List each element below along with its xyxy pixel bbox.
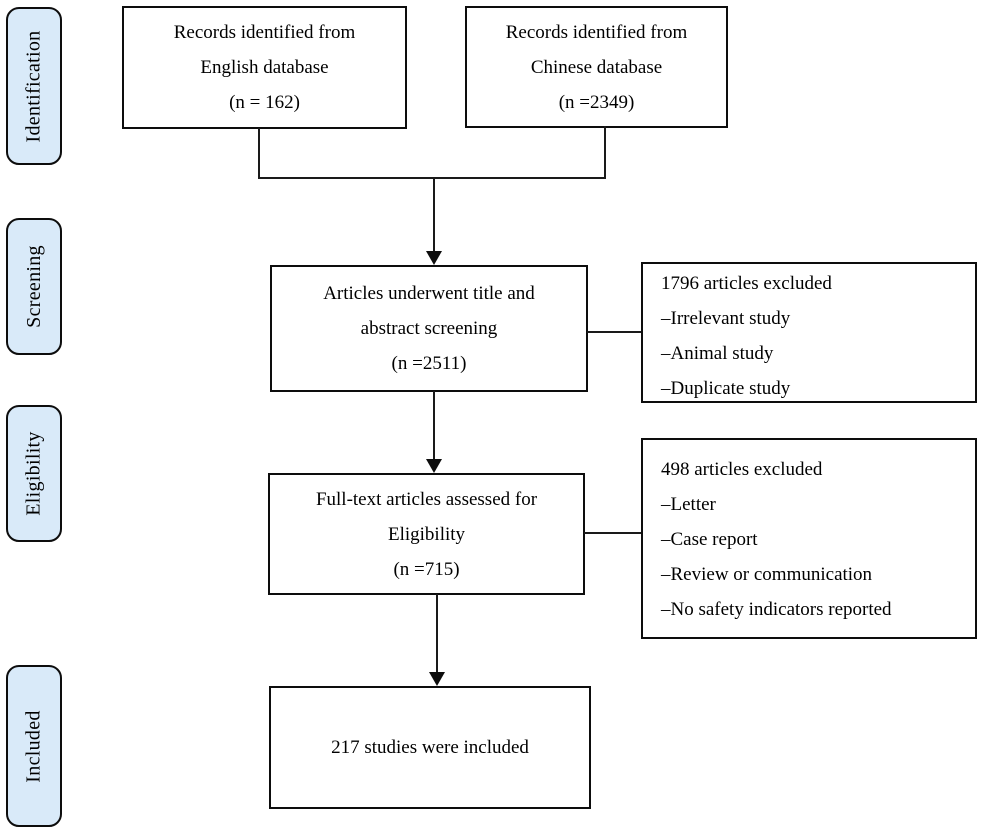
- excluded-item: –Letter: [661, 494, 716, 515]
- stage-included-label: Included: [22, 709, 45, 783]
- box-text-line: 217 studies were included: [331, 737, 529, 758]
- stage-eligibility-label: Eligibility: [22, 431, 45, 516]
- arrow-to-included-stem: [436, 594, 438, 674]
- stage-included: Included: [6, 665, 62, 827]
- connector-chinese-down-line: [604, 126, 606, 179]
- box-text-line: (n =715): [393, 558, 460, 580]
- studies-included-box: 217 studies were included: [269, 686, 591, 809]
- excluded-item: –No safety indicators reported: [661, 599, 892, 620]
- connector-eligibility-to-excluded-line: [584, 532, 642, 534]
- records-chinese-database-box: Records identified from Chinese database…: [465, 6, 728, 128]
- box-text-line: abstract screening: [360, 318, 498, 339]
- excluded-item: –Review or communication: [661, 564, 873, 585]
- arrow-to-included-head: [429, 672, 445, 686]
- box-text-line: Records identified from: [505, 21, 688, 43]
- excluded-title: 498 articles excluded: [661, 459, 823, 480]
- connector-english-down-line: [258, 128, 260, 179]
- excluded-item: –Case report: [661, 529, 758, 550]
- stage-screening-label: Screening: [22, 245, 45, 328]
- box-text-line: English database: [200, 57, 329, 78]
- arrow-to-eligibility-stem: [433, 391, 435, 461]
- excluded-title: 1796 articles excluded: [661, 273, 832, 294]
- excluded-screening-box: 1796 articles excluded –Irrelevant study…: [641, 262, 977, 403]
- excluded-item: –Animal study: [661, 343, 774, 364]
- excluded-item: –Duplicate study: [661, 378, 791, 399]
- box-text-line: (n = 162): [229, 92, 300, 113]
- excluded-item: –Irrelevant study: [661, 308, 791, 329]
- records-english-database-box: Records identified from English database…: [122, 6, 407, 129]
- fulltext-eligibility-box: Full-text articles assessed for Eligibil…: [268, 473, 585, 595]
- arrow-to-screening-head: [426, 251, 442, 265]
- stage-eligibility: Eligibility: [6, 405, 62, 542]
- box-text-line: Records identified from: [173, 22, 356, 43]
- stage-identification-label: Identification: [22, 30, 45, 142]
- box-text-line: Full-text articles assessed for: [315, 488, 538, 510]
- box-text-line: (n =2511): [391, 353, 467, 374]
- connector-screening-to-excluded-line: [587, 331, 642, 333]
- box-text-line: Chinese database: [530, 56, 663, 78]
- box-text-line: Articles underwent title and: [323, 283, 535, 304]
- arrow-to-eligibility-head: [426, 459, 442, 473]
- arrow-to-screening-stem: [433, 178, 435, 252]
- excluded-eligibility-box: 498 articles excluded –Letter –Case repo…: [641, 438, 977, 639]
- title-abstract-screening-box: Articles underwent title and abstract sc…: [270, 265, 588, 392]
- box-text-line: (n =2349): [558, 91, 635, 113]
- box-text-line: Eligibility: [387, 523, 466, 545]
- stage-screening: Screening: [6, 218, 62, 355]
- connector-merge-horizontal-line: [258, 177, 606, 179]
- stage-identification: Identification: [6, 7, 62, 165]
